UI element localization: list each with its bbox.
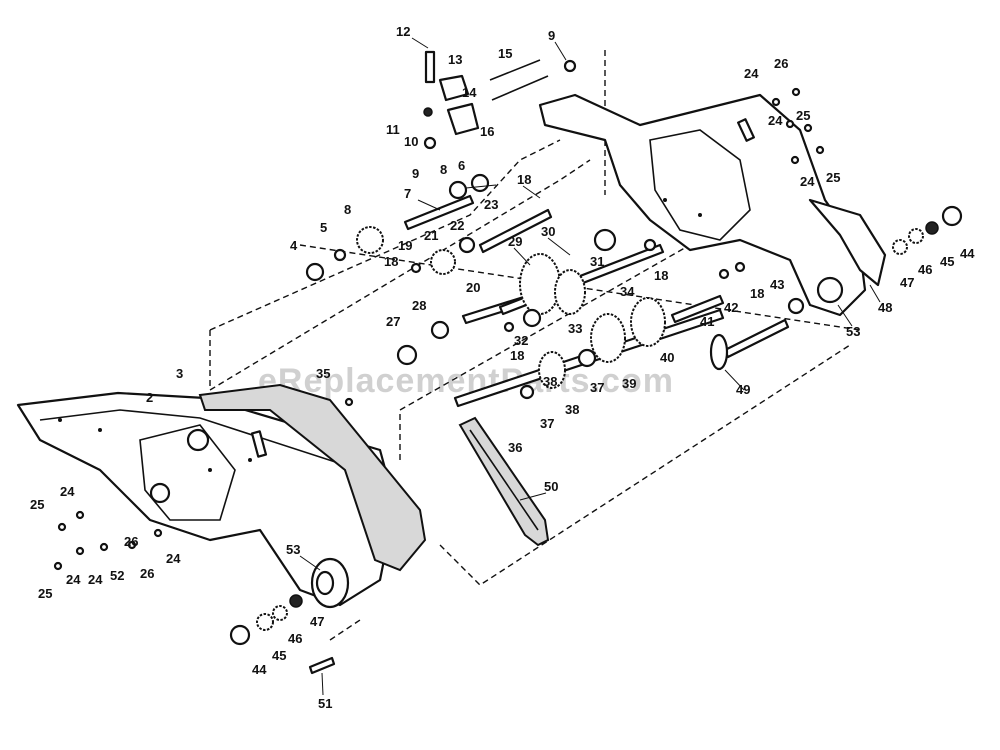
callout-30: 30 [541, 224, 555, 239]
callout-8: 8 [440, 162, 447, 177]
callout-24: 24 [800, 174, 815, 189]
callout-5: 5 [320, 220, 327, 235]
callout-24: 24 [88, 572, 103, 587]
callout-8: 8 [344, 202, 351, 217]
callout-37: 37 [590, 380, 604, 395]
callout-41: 41 [700, 314, 714, 329]
callout-23: 23 [484, 197, 498, 212]
callout-44: 44 [252, 662, 267, 677]
callout-34: 34 [620, 284, 635, 299]
callout-24: 24 [166, 551, 181, 566]
assembly-guide-lines [209, 50, 861, 641]
callout-2: 2 [146, 390, 153, 405]
callout-44: 44 [960, 246, 975, 261]
callout-9: 9 [548, 28, 555, 43]
callout-46: 46 [288, 631, 302, 646]
callout-25: 25 [30, 497, 44, 512]
fastener-hardware [53, 87, 825, 571]
callout-26: 26 [774, 56, 788, 71]
callout-29: 29 [508, 234, 522, 249]
callout-45: 45 [272, 648, 286, 663]
callout-39: 39 [622, 376, 636, 391]
callout-7: 7 [404, 186, 411, 201]
callout-28: 28 [412, 298, 426, 313]
callout-38: 38 [543, 374, 557, 389]
callout-52: 52 [110, 568, 124, 583]
callout-43: 43 [770, 277, 784, 292]
callout-14: 14 [462, 85, 477, 100]
callout-25: 25 [796, 108, 810, 123]
callout-25: 25 [38, 586, 52, 601]
callout-12: 12 [396, 24, 410, 39]
callout-26: 26 [124, 534, 138, 549]
callout-13: 13 [448, 52, 462, 67]
part-callouts: 12 13 15 9 14 11 10 16 9 6 8 7 18 23 8 4… [30, 24, 975, 711]
callout-33: 33 [568, 321, 582, 336]
callout-24: 24 [66, 572, 81, 587]
drive-chain [458, 416, 550, 547]
left-chain-case-housing [16, 391, 397, 607]
callout-42: 42 [724, 300, 738, 315]
callout-4: 4 [290, 238, 298, 253]
callout-6: 6 [458, 158, 465, 173]
callout-48: 48 [878, 300, 892, 315]
right-hub-assembly [892, 205, 963, 255]
callout-18: 18 [517, 172, 531, 187]
callout-53: 53 [286, 542, 300, 557]
callout-18: 18 [510, 348, 524, 363]
callout-31: 31 [590, 254, 604, 269]
callout-24: 24 [744, 66, 759, 81]
callout-40: 40 [660, 350, 674, 365]
callout-51: 51 [318, 696, 332, 711]
callout-15: 15 [498, 46, 512, 61]
callout-37: 37 [540, 416, 554, 431]
shift-lever-assembly [423, 50, 577, 200]
callout-11: 11 [386, 122, 400, 137]
callout-25: 25 [826, 170, 840, 185]
callout-16: 16 [480, 124, 494, 139]
callout-9: 9 [412, 166, 419, 181]
gears-and-sprockets [305, 226, 805, 400]
callout-10: 10 [404, 134, 418, 149]
callout-26: 26 [140, 566, 154, 581]
left-hub-assembly [229, 557, 350, 675]
callout-22: 22 [450, 218, 464, 233]
callout-24: 24 [768, 113, 783, 128]
callout-32: 32 [514, 333, 528, 348]
callout-35: 35 [316, 366, 330, 381]
callout-53: 53 [846, 324, 860, 339]
callout-21: 21 [424, 228, 438, 243]
callout-18: 18 [384, 254, 398, 269]
callout-19: 19 [398, 238, 412, 253]
callout-50: 50 [544, 479, 558, 494]
chain-case-gasket [198, 383, 427, 572]
callout-3: 3 [176, 366, 183, 381]
callout-18: 18 [654, 268, 668, 283]
callout-38: 38 [565, 402, 579, 417]
callout-47: 47 [900, 275, 914, 290]
right-chain-case-housing [538, 93, 887, 317]
callout-47: 47 [310, 614, 324, 629]
callout-36: 36 [508, 440, 522, 455]
callout-24: 24 [60, 484, 75, 499]
callout-27: 27 [386, 314, 400, 329]
callout-18: 18 [750, 286, 764, 301]
callout-20: 20 [466, 280, 480, 295]
callout-leader-lines [299, 37, 881, 696]
callout-46: 46 [918, 262, 932, 277]
callout-45: 45 [940, 254, 954, 269]
